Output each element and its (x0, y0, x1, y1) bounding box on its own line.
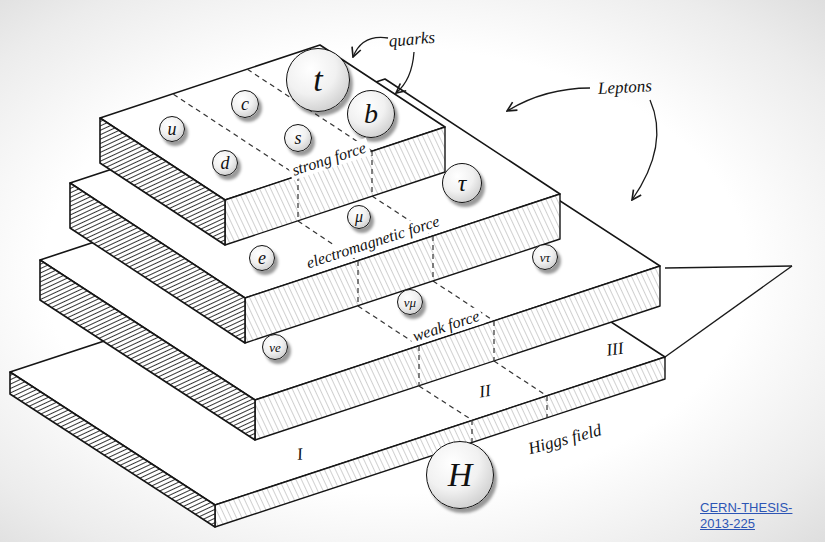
ground-edge (665, 266, 792, 268)
particle-circle: t (286, 48, 350, 112)
particle-symbol: u (168, 120, 177, 138)
particle-circle: s (284, 124, 312, 152)
particle-symbol: d (221, 154, 230, 172)
column-divider (371, 151, 372, 196)
particle-symbol: c (241, 95, 249, 113)
particle-symbol: H (448, 458, 473, 492)
particle-symbol: s (294, 129, 301, 147)
particle-circle: b (347, 90, 395, 138)
leader-arrow (353, 37, 388, 57)
tier-strong (100, 45, 445, 245)
particle-symbol: νe (269, 341, 281, 354)
group-label: quarks (385, 28, 439, 51)
particle-circle: H (426, 441, 494, 509)
leader-arrows (353, 37, 657, 200)
leader-arrow (507, 88, 590, 111)
field-label: Higgs field (523, 420, 606, 459)
particle-circle: u (159, 116, 185, 142)
group-label: Leptons (595, 77, 656, 99)
particle-circle: τ (442, 163, 482, 203)
particle-symbol: νμ (404, 296, 416, 309)
particle-symbol: t (313, 63, 322, 97)
generation-numeral: II (475, 382, 495, 403)
source-link: CERN-THESIS-2013-225 (700, 500, 800, 533)
column-divider (471, 420, 472, 442)
particle-circle: νμ (397, 289, 423, 315)
column-divider (432, 236, 433, 281)
step-side-wall (10, 372, 215, 527)
column-divider (297, 176, 298, 221)
column-divider (357, 261, 358, 306)
particle-circle: d (212, 150, 238, 176)
column-divider (418, 346, 419, 386)
particle-circle: μ (347, 205, 371, 229)
column-divider (493, 321, 494, 361)
column-divider (546, 396, 547, 418)
particle-symbol: μ (355, 209, 363, 225)
particle-circle: e (249, 245, 275, 271)
particle-circle: c (231, 90, 259, 118)
ground-edge (665, 266, 792, 357)
column-divider (494, 361, 547, 396)
particle-symbol: b (364, 100, 378, 128)
particle-symbol: τ (458, 171, 467, 195)
leader-arrow (396, 52, 414, 93)
generation-numeral: I (293, 445, 307, 465)
column-divider (419, 386, 472, 420)
particle-symbol: e (258, 249, 266, 267)
generation-numeral: III (602, 339, 627, 361)
particle-circle: ντ (532, 244, 558, 270)
ground-plane (665, 266, 792, 357)
leader-arrow (632, 100, 657, 200)
particle-circle: νe (262, 334, 288, 360)
particle-symbol: ντ (540, 251, 550, 264)
